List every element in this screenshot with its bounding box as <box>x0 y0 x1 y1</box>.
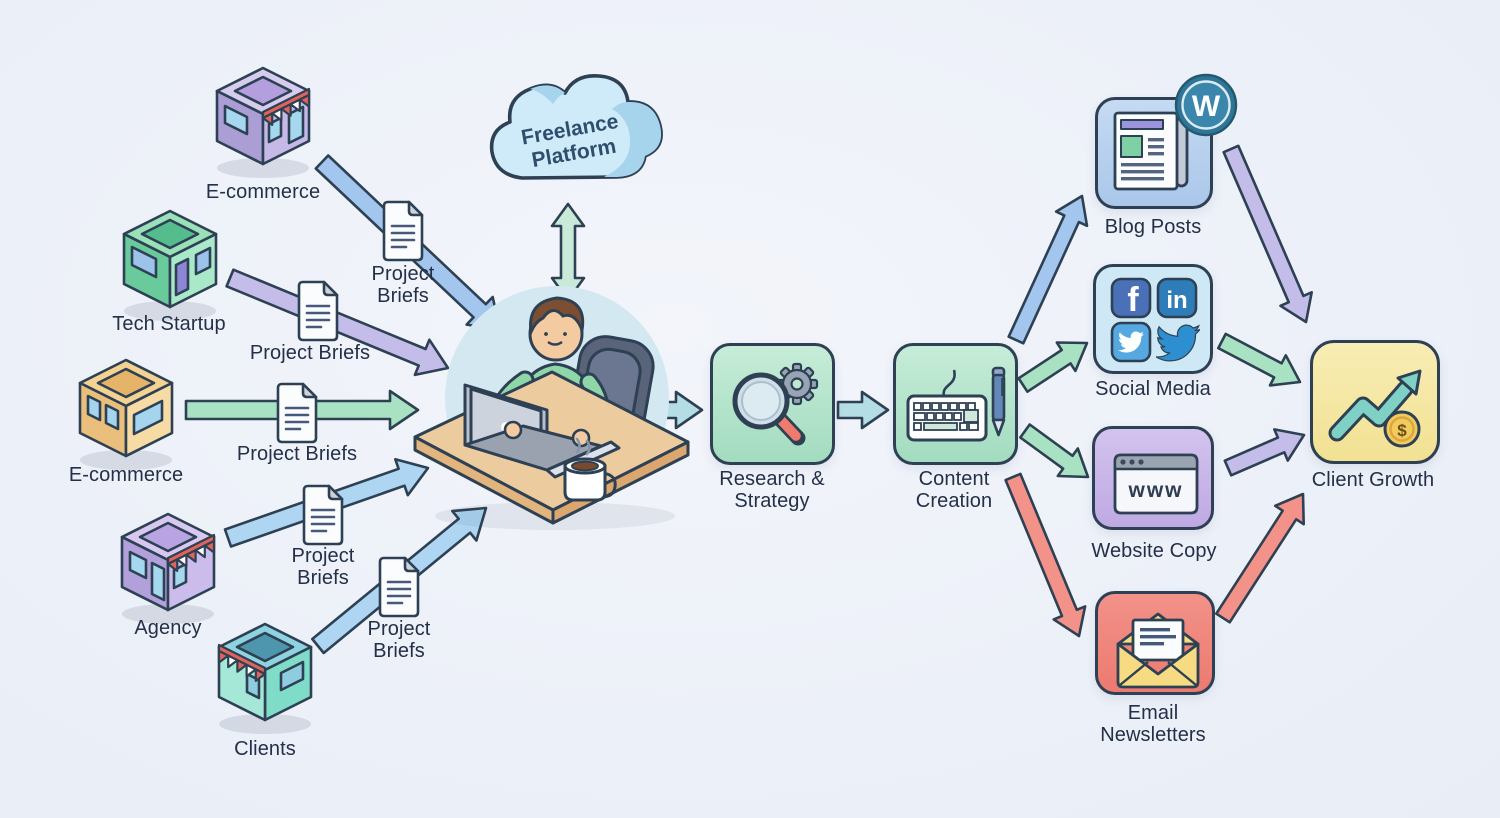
arrow-social-to-growth <box>1217 332 1302 387</box>
output-label-email: Email Newsletters <box>1100 702 1206 747</box>
pen-icon <box>991 366 1006 437</box>
result-label-growth: Client Growth <box>1311 469 1435 491</box>
content-creation-icon <box>906 366 1006 442</box>
arrow-content-to-social <box>1017 341 1089 394</box>
arrow-research-to-content <box>836 390 890 430</box>
ecommerce-building-icon <box>78 358 174 470</box>
output-label-blog: Blog Posts <box>1104 216 1202 238</box>
freelancer-illustration <box>413 286 690 530</box>
arrow-email-to-growth <box>1215 492 1305 624</box>
tech-startup-building-icon <box>122 209 218 321</box>
brief-label: Project Briefs <box>367 618 431 663</box>
research-strategy-icon <box>732 362 819 446</box>
brief-label: Project Briefs <box>291 545 355 590</box>
hand-icon <box>503 420 523 440</box>
svg-text:in: in <box>1166 287 1187 314</box>
project-brief-document-icon <box>297 280 339 342</box>
output-label-website: Website Copy <box>1091 540 1217 562</box>
svg-text:f: f <box>1127 281 1139 319</box>
facebook-icon: f <box>1110 277 1152 319</box>
arrow-content-to-email <box>1004 472 1087 638</box>
project-brief-document-icon <box>378 556 420 618</box>
agency-store-icon <box>120 512 216 624</box>
magnifier-icon <box>732 372 806 446</box>
process-label-research: Research & Strategy <box>719 468 825 513</box>
keyboard-icon <box>906 394 988 442</box>
client-growth-box: $ <box>1310 340 1440 464</box>
research-strategy-box <box>710 343 835 465</box>
clients-store-icon <box>217 622 313 734</box>
twitter-bird-icon <box>1156 324 1200 362</box>
arrow-website-to-growth <box>1223 428 1306 477</box>
content-creation-box <box>893 343 1018 465</box>
client-label-tech-startup: Tech Startup <box>112 313 226 335</box>
freelance-platform-cloud-icon <box>489 74 663 180</box>
website-copy-box: www <box>1092 426 1214 530</box>
brief-label: Project Briefs <box>236 443 358 465</box>
dollar-coin-icon: $ <box>1383 410 1421 448</box>
brief-label: Project Briefs <box>371 263 435 308</box>
coffee-mug-icon <box>563 437 617 502</box>
www-text: www <box>1127 479 1183 502</box>
brief-label: Project Briefs <box>249 342 371 364</box>
dollar-sign: $ <box>1397 421 1407 440</box>
wordpress-icon: W <box>1174 73 1238 137</box>
social-media-box: f in <box>1093 264 1213 374</box>
client-label-ecommerce-store: E-commerce <box>205 181 321 203</box>
envelope-icon <box>1116 612 1200 689</box>
project-brief-document-icon <box>382 200 424 262</box>
arrow-content-to-blog <box>1007 194 1089 345</box>
ecommerce-store-icon <box>215 66 311 178</box>
growth-chart-icon: $ <box>1328 369 1422 448</box>
linkedin-icon: in <box>1156 277 1198 319</box>
arrow-content-to-website <box>1018 423 1090 479</box>
client-label-ecommerce-building: E-commerce <box>68 464 184 486</box>
browser-icon: www <box>1113 453 1199 515</box>
blog-posts-box <box>1095 97 1213 209</box>
wordpress-w: W <box>1192 90 1221 123</box>
twitter-square-icon <box>1110 321 1152 363</box>
process-label-content: Content Creation <box>915 468 993 513</box>
output-label-social: Social Media <box>1095 378 1211 400</box>
email-newsletters-box <box>1095 591 1215 695</box>
client-label-agency: Agency <box>134 617 202 639</box>
project-brief-document-icon <box>302 484 344 546</box>
arrow-blog-to-growth <box>1222 144 1313 324</box>
client-label-clients: Clients <box>234 738 296 760</box>
newspaper-icon <box>1113 111 1189 191</box>
hand-icon <box>571 428 591 448</box>
project-brief-document-icon <box>276 382 318 444</box>
keyboard-cable <box>942 369 956 397</box>
